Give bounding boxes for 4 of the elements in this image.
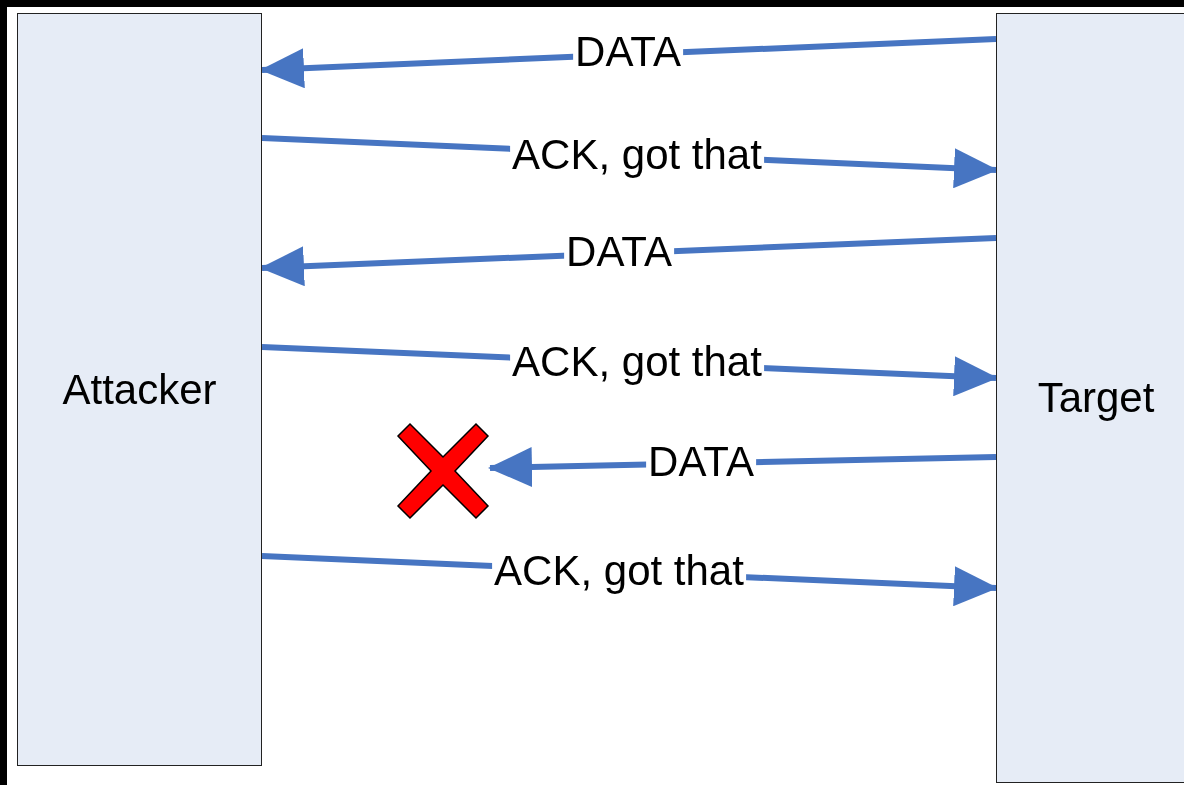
participant-label: Target — [1037, 374, 1155, 422]
participant-label: Attacker — [62, 365, 217, 414]
participant-box — [996, 13, 1184, 783]
participant-box — [17, 13, 262, 766]
